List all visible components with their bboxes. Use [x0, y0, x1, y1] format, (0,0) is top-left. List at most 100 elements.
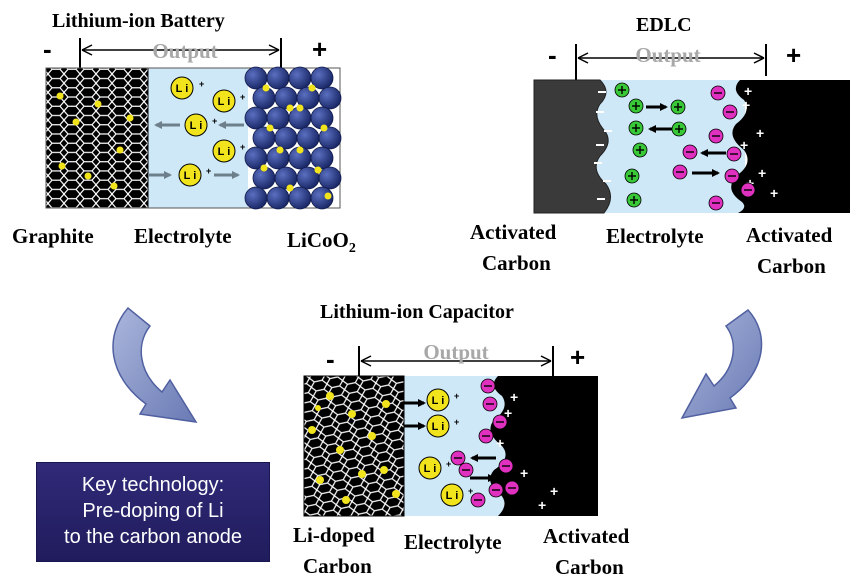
edlc-electrolyte: [595, 80, 745, 213]
lic-minus-sign: -: [326, 344, 335, 374]
lic-activated-carbon: [490, 376, 598, 516]
cobalt-oxide-particle: [318, 126, 342, 150]
cobalt-oxide-particle: [296, 126, 320, 150]
li-ion: L i+: [426, 414, 459, 438]
graphite-li-dots: [56, 92, 134, 190]
anion: [488, 482, 504, 498]
anion: [710, 85, 726, 101]
svg-text:L i: L i: [218, 96, 231, 108]
lic-title: Lithium-ion Capacitor: [320, 301, 514, 323]
edlc-left-carbon: [533, 79, 611, 214]
cobalt-oxide-particle: [266, 66, 290, 90]
svg-text:+: +: [756, 125, 764, 141]
licoo2-li-dot: [286, 184, 294, 192]
cation: [670, 99, 686, 115]
edlc-minus-sign: -: [548, 40, 557, 70]
battery-title: Lithium-ion Battery: [52, 10, 225, 32]
edlc-left-label-line1: Activated: [470, 220, 557, 244]
key-technology-line2: Pre-doping of Li: [82, 500, 224, 522]
lic-diagram: +++ ++++ L i+ L i+ L i+ L i+: [303, 346, 598, 517]
svg-text:+: +: [199, 79, 204, 89]
anion: [498, 458, 514, 474]
svg-text:+: +: [240, 142, 245, 152]
svg-text:+: +: [206, 166, 211, 176]
svg-text:L i: L i: [446, 490, 459, 502]
licoo2-li-dot: [262, 84, 270, 92]
cobalt-oxide-particle: [310, 66, 334, 90]
cation: [626, 192, 642, 208]
edlc-cations: [614, 82, 687, 208]
edlc-ion-arrows: [646, 103, 726, 177]
lic-electrolyte-label: Electrolyte: [404, 530, 502, 554]
edlc-right-label-line2: Carbon: [757, 254, 826, 278]
li-ion: L i +: [212, 89, 245, 113]
svg-text:+: +: [758, 165, 766, 181]
lic-right-label-line1: Activated: [543, 524, 630, 548]
key-technology-line1: Key technology:: [81, 474, 225, 496]
cation: [628, 98, 644, 114]
lic-output-line: [358, 346, 554, 376]
svg-text:L i: L i: [184, 170, 197, 182]
cobalt-oxide-particle: [288, 66, 312, 90]
cobalt-oxide-particle: [318, 166, 342, 190]
svg-text:+: +: [446, 459, 451, 469]
li-ion: L i+: [426, 388, 459, 412]
licoo2-li-dot: [308, 84, 316, 92]
battery-electrolyte-label: Electrolyte: [134, 224, 232, 248]
graphite-label: Graphite: [12, 224, 94, 248]
anion: [480, 378, 496, 394]
edlc-left-charges: [594, 91, 612, 200]
key-technology-line3: to the carbon anode: [64, 526, 242, 548]
edlc-output-line: [575, 44, 767, 80]
svg-text:+: +: [454, 417, 459, 427]
left-curved-arrow: [112, 306, 198, 423]
licoo2-li-dot: [296, 104, 304, 112]
svg-text:+: +: [496, 435, 504, 451]
anion: [708, 195, 724, 211]
svg-text:+: +: [744, 83, 752, 99]
li-ion: L i+: [440, 483, 473, 507]
svg-text:+: +: [740, 137, 748, 153]
lic-anions: [450, 378, 520, 508]
li-ion: L i +: [178, 163, 211, 187]
graphite-electrode: [45, 67, 149, 209]
svg-text:L i: L i: [424, 463, 437, 475]
svg-text:L i: L i: [190, 120, 203, 132]
edlc-right-carbon: [731, 80, 850, 213]
licoo2-li-dot: [314, 166, 322, 174]
licoo2-li-dot: [320, 124, 328, 132]
battery-ion-arrows: [148, 121, 244, 179]
svg-text:+: +: [212, 116, 217, 126]
lic-li-ions: L i+ L i+ L i+ L i+: [418, 388, 473, 507]
lic-right-label-line2: Carbon: [555, 555, 624, 579]
anion: [470, 492, 486, 508]
key-technology-box: Key technology: Pre-doping of Li to the …: [36, 462, 270, 562]
lic-ion-arrows: [402, 399, 496, 482]
anion: [722, 104, 738, 120]
cobalt-oxide-particle: [266, 186, 290, 210]
svg-text:+: +: [240, 92, 245, 102]
svg-text:+: +: [550, 483, 558, 499]
edlc-plus-sign: +: [786, 40, 802, 70]
licoo2-li-dot: [276, 146, 284, 154]
edlc-left-label-line2: Carbon: [482, 251, 551, 275]
svg-text:+: +: [504, 405, 512, 421]
anion: [726, 146, 742, 162]
licoo2-label: LiCoO2: [287, 226, 356, 263]
li-ion: L i+: [212, 139, 245, 163]
cobalt-oxide-particle: [244, 106, 268, 130]
edlc-diagram: +++ ++++: [533, 44, 850, 214]
edlc-electrolyte-label: Electrolyte: [606, 224, 704, 248]
battery-li-ions: L i+ L i+ L i+ L i+ L i+: [170, 76, 245, 187]
svg-text:+: +: [742, 97, 750, 113]
cation: [632, 142, 648, 158]
li-ion: L i +: [418, 456, 451, 480]
anion: [482, 396, 498, 412]
cobalt-oxide-particle: [274, 166, 298, 190]
cobalt-oxide-particle: [318, 86, 342, 110]
anion: [724, 168, 740, 184]
licoo2-label-main: LiCoO: [287, 228, 349, 252]
li-doped-carbon-electrode: [303, 375, 405, 517]
lic-carbon-li-dots: [308, 392, 400, 504]
